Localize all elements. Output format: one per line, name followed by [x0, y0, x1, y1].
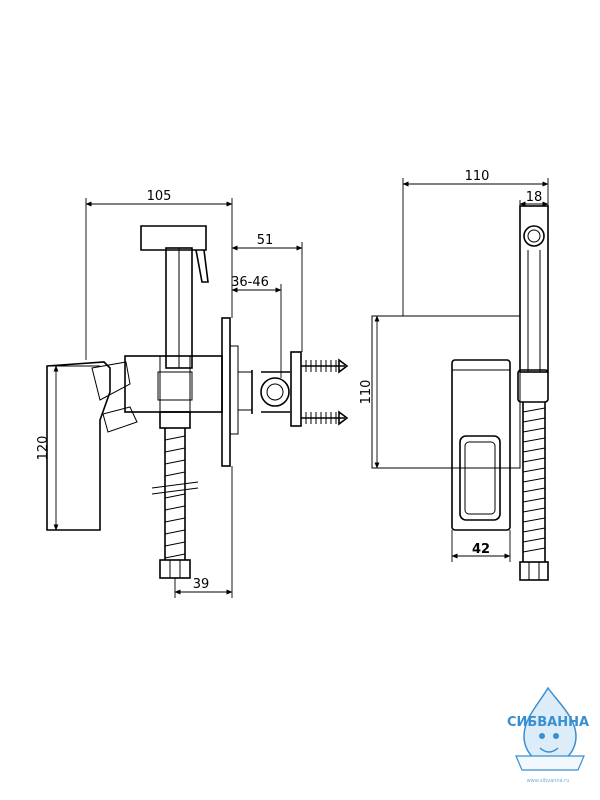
front-dimensions: 110 18 110 42: [359, 169, 549, 562]
shower-trigger: [195, 249, 209, 283]
screw-top: [301, 358, 349, 374]
dim-51-label: 51: [257, 233, 274, 248]
wall-plate: [371, 315, 521, 469]
dim-110-top-label: 110: [465, 169, 490, 184]
mounting-bracket: [290, 351, 302, 427]
front-view: [371, 205, 549, 581]
logo-url-text: www.sibvanna.ru: [527, 778, 570, 784]
hose: [164, 428, 186, 560]
connector-ring: [260, 377, 290, 407]
mixer-body: [124, 355, 223, 413]
hose-nut: [159, 559, 191, 579]
spray-face: [523, 225, 545, 247]
front-hose: [522, 402, 546, 562]
side-view: [46, 225, 349, 579]
front-holder: [517, 369, 549, 403]
wall-flange: [221, 317, 231, 467]
front-handle: [459, 435, 501, 521]
hose-connector: [159, 411, 191, 429]
dim-105-label: 105: [147, 189, 172, 204]
front-hose-nut: [519, 561, 549, 581]
dim-120-label: 120: [36, 436, 51, 461]
logo-brand-text: СИБВАННА: [507, 715, 589, 730]
sibvanna-logo: СИБВАННА www.sibvanna.ru: [507, 686, 589, 784]
shower-head: [140, 225, 207, 251]
dim-18-label: 18: [526, 190, 543, 205]
dim-42-label: 42: [472, 542, 490, 557]
dim-36-46-label: 36-46: [231, 275, 269, 290]
dim-39-label: 39: [193, 577, 210, 592]
screw-bottom: [301, 410, 349, 426]
front-shower-tube: [519, 205, 549, 373]
dim-110-side-label: 110: [359, 380, 374, 405]
side-dimensions: 105 51 36-46 120 39: [36, 189, 303, 598]
front-mixer-body: [451, 359, 511, 531]
